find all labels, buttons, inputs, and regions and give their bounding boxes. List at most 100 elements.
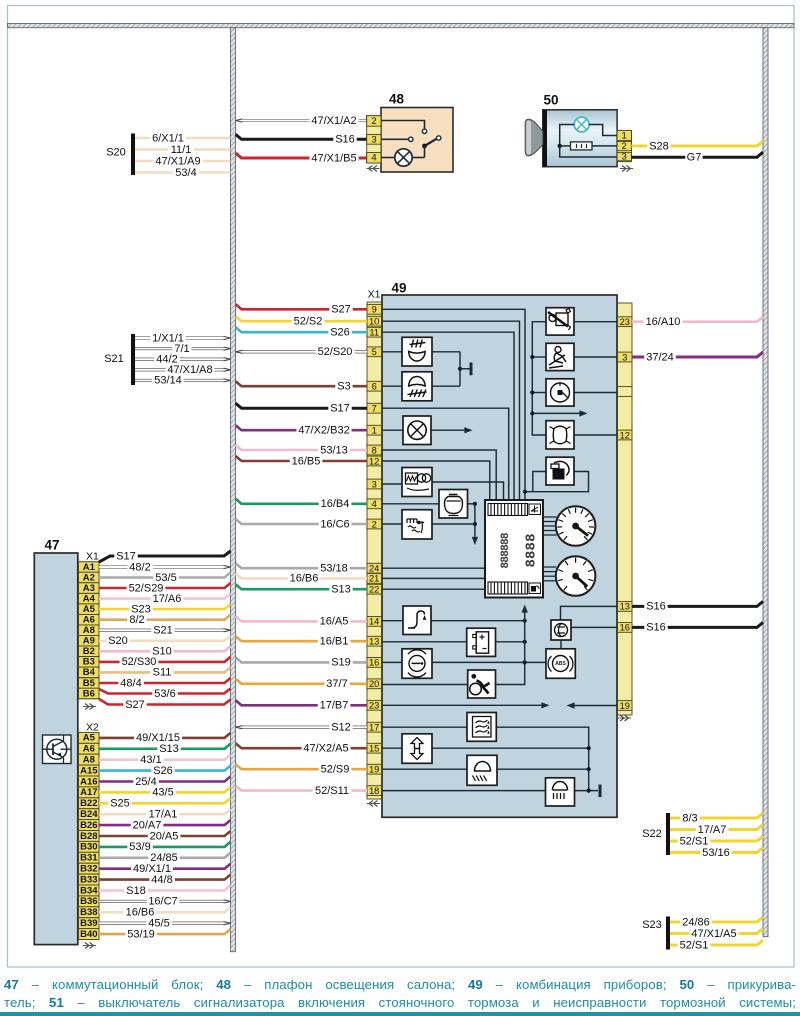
svg-text:1: 1 bbox=[372, 426, 377, 436]
svg-text:22: 22 bbox=[369, 585, 379, 595]
svg-text:B26: B26 bbox=[80, 820, 97, 831]
svg-text:49: 49 bbox=[391, 281, 406, 296]
svg-text:15: 15 bbox=[369, 744, 379, 754]
svg-text:1: 1 bbox=[622, 131, 627, 142]
svg-text:17/A1: 17/A1 bbox=[149, 809, 178, 821]
svg-text:47/X1/A2: 47/X1/A2 bbox=[311, 115, 356, 127]
svg-text:17/A7: 17/A7 bbox=[698, 824, 727, 836]
svg-text:12: 12 bbox=[369, 456, 379, 466]
svg-text:52/S30: 52/S30 bbox=[122, 656, 157, 668]
svg-text:A6: A6 bbox=[83, 615, 95, 626]
svg-text:S25: S25 bbox=[110, 798, 130, 810]
svg-text:11: 11 bbox=[369, 328, 379, 338]
svg-text:A5: A5 bbox=[83, 733, 96, 744]
svg-text:18: 18 bbox=[369, 786, 379, 796]
svg-text:B32: B32 bbox=[80, 864, 97, 875]
svg-text:37/24: 37/24 bbox=[646, 351, 674, 363]
svg-text:48/2: 48/2 bbox=[129, 561, 150, 573]
svg-text:20: 20 bbox=[369, 679, 379, 689]
svg-text:53/6: 53/6 bbox=[154, 688, 175, 700]
svg-text:S17: S17 bbox=[116, 550, 136, 562]
svg-text:17/A6: 17/A6 bbox=[153, 593, 182, 605]
svg-text:53/19: 53/19 bbox=[127, 928, 155, 940]
svg-text:2: 2 bbox=[372, 519, 377, 529]
svg-text:A5: A5 bbox=[83, 604, 96, 615]
svg-text:49/X1/1: 49/X1/1 bbox=[133, 863, 171, 875]
svg-text:20/A5: 20/A5 bbox=[150, 830, 179, 842]
svg-text:S16: S16 bbox=[335, 134, 355, 146]
svg-text:16/A5: 16/A5 bbox=[320, 616, 349, 628]
svg-text:S20: S20 bbox=[108, 635, 128, 647]
svg-text:53/5: 53/5 bbox=[155, 572, 176, 584]
svg-text:50: 50 bbox=[543, 93, 558, 108]
svg-text:53/4: 53/4 bbox=[175, 167, 196, 179]
svg-text:X1: X1 bbox=[86, 550, 99, 562]
svg-text:A6: A6 bbox=[83, 744, 95, 755]
svg-text:B36: B36 bbox=[80, 896, 97, 907]
svg-text:B3: B3 bbox=[83, 657, 95, 668]
svg-text:16/B1: 16/B1 bbox=[320, 636, 349, 648]
svg-text:24/86: 24/86 bbox=[682, 916, 710, 928]
svg-text:9: 9 bbox=[372, 305, 377, 315]
svg-text:A8: A8 bbox=[83, 625, 95, 636]
svg-text:S3: S3 bbox=[337, 381, 350, 393]
svg-text:7: 7 bbox=[372, 404, 377, 414]
svg-text:47/X1/A9: 47/X1/A9 bbox=[155, 155, 200, 167]
svg-text:19: 19 bbox=[620, 701, 630, 711]
svg-text:16/B5: 16/B5 bbox=[292, 455, 321, 467]
svg-text:A17: A17 bbox=[80, 787, 97, 798]
svg-text:6/X1/1: 6/X1/1 bbox=[152, 132, 184, 144]
svg-text:S16: S16 bbox=[646, 622, 666, 634]
svg-text:47/X2/A5: 47/X2/A5 bbox=[303, 743, 348, 755]
svg-text:8888: 8888 bbox=[524, 534, 540, 568]
svg-text:S19: S19 bbox=[331, 657, 351, 669]
svg-text:52/S11: 52/S11 bbox=[315, 785, 349, 797]
svg-text:3: 3 bbox=[622, 352, 627, 362]
svg-text:888888: 888888 bbox=[500, 532, 512, 568]
svg-text:B6: B6 bbox=[83, 688, 95, 699]
svg-text:7/1: 7/1 bbox=[174, 343, 189, 355]
svg-text:A3: A3 bbox=[83, 583, 95, 594]
svg-text:47/X2/B32: 47/X2/B32 bbox=[298, 425, 349, 437]
svg-text:B33: B33 bbox=[80, 874, 97, 885]
svg-text:B28: B28 bbox=[80, 831, 97, 842]
svg-text:16/B4: 16/B4 bbox=[321, 498, 350, 510]
svg-text:24: 24 bbox=[369, 564, 379, 574]
svg-text:3: 3 bbox=[371, 134, 376, 145]
svg-text:53/18: 53/18 bbox=[320, 563, 348, 575]
svg-text:A4: A4 bbox=[83, 593, 96, 604]
svg-text:8: 8 bbox=[372, 445, 377, 455]
svg-text:B31: B31 bbox=[80, 853, 98, 864]
svg-text:1/X1/1: 1/X1/1 bbox=[152, 332, 184, 344]
svg-text:43/1: 43/1 bbox=[140, 754, 161, 766]
svg-text:20/A7: 20/A7 bbox=[133, 819, 162, 831]
svg-text:S21: S21 bbox=[104, 353, 124, 365]
svg-text:ABS: ABS bbox=[555, 661, 566, 667]
svg-text:47/X1/A5: 47/X1/A5 bbox=[691, 928, 736, 940]
svg-text:52/S1: 52/S1 bbox=[680, 939, 709, 951]
svg-text:16/B6: 16/B6 bbox=[290, 573, 319, 585]
svg-text:B4: B4 bbox=[83, 667, 96, 678]
svg-text:52/S9: 52/S9 bbox=[321, 764, 350, 776]
svg-text:S11: S11 bbox=[153, 667, 172, 679]
svg-text:47/X1/B5: 47/X1/B5 bbox=[311, 152, 356, 164]
svg-text:S27: S27 bbox=[125, 699, 145, 711]
svg-text:S22: S22 bbox=[642, 828, 662, 840]
svg-text:S26: S26 bbox=[330, 327, 350, 339]
svg-text:16: 16 bbox=[620, 623, 630, 633]
svg-text:45/5: 45/5 bbox=[148, 918, 169, 930]
svg-text:53/9: 53/9 bbox=[129, 841, 150, 853]
svg-text:X2: X2 bbox=[86, 722, 99, 734]
svg-text:16/C7: 16/C7 bbox=[148, 896, 177, 908]
svg-text:A8: A8 bbox=[83, 755, 95, 766]
svg-text:S13: S13 bbox=[331, 584, 351, 596]
svg-text:47/X1/A8: 47/X1/A8 bbox=[167, 364, 212, 376]
svg-text:17/B7: 17/B7 bbox=[320, 700, 349, 712]
svg-text:S27: S27 bbox=[331, 304, 351, 316]
svg-text:5: 5 bbox=[372, 347, 377, 357]
svg-text:B40: B40 bbox=[80, 929, 97, 940]
svg-text:B38: B38 bbox=[80, 907, 97, 918]
svg-text:4: 4 bbox=[372, 499, 377, 509]
svg-text:S23: S23 bbox=[642, 919, 662, 931]
svg-text:17: 17 bbox=[369, 723, 379, 733]
